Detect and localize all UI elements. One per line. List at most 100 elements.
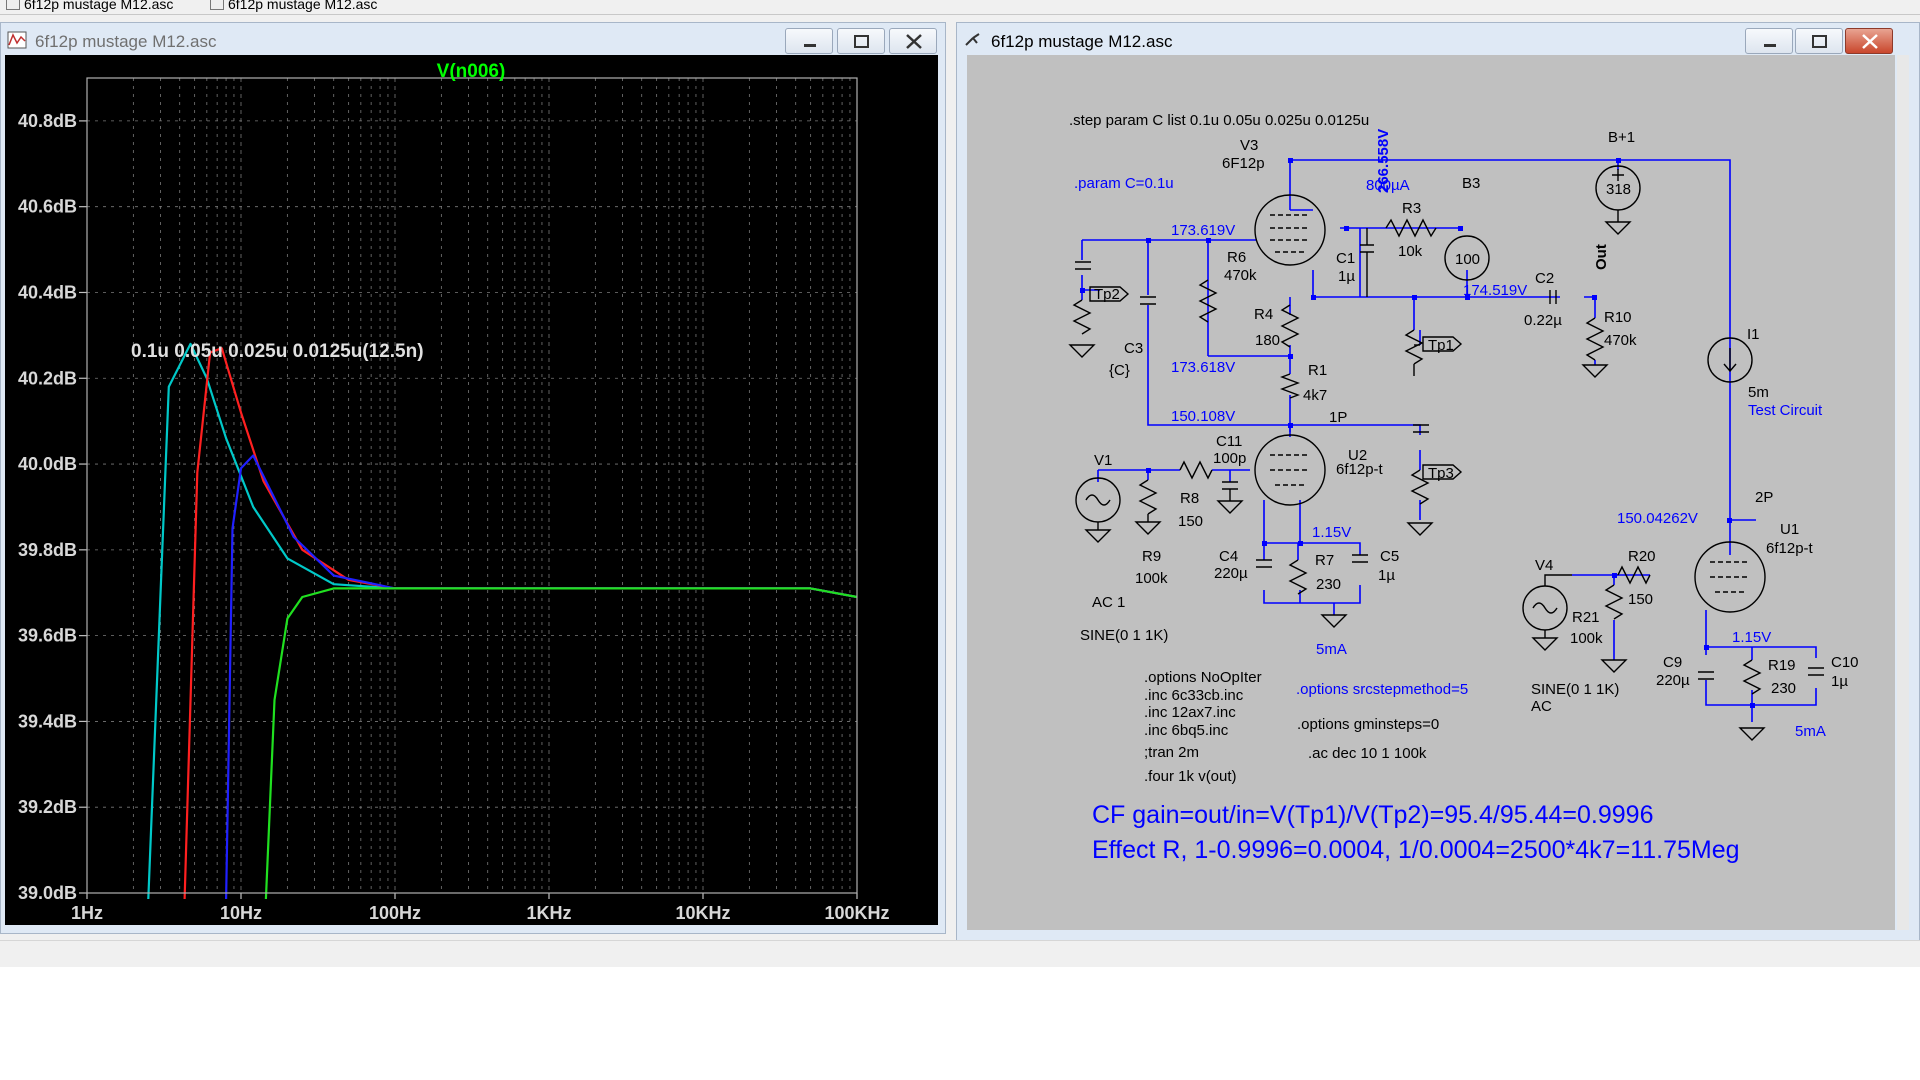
waveform-window-icon — [7, 31, 27, 49]
r7-value: 230 — [1316, 576, 1341, 593]
u2-model: 6f12p-t — [1336, 461, 1384, 478]
y-tick-label: 39.0dB — [18, 883, 77, 903]
c11-ref: C11 — [1216, 433, 1242, 450]
spice-directives-right: .options srcstepmethod=5 .options gminst… — [1296, 681, 1468, 762]
param-c-directive: .param C=0.1u — [1074, 175, 1174, 192]
y-tick-label: 39.4dB — [18, 711, 77, 731]
u1-model: 6f12p-t — [1766, 540, 1814, 557]
schematic-tab-icon — [6, 0, 20, 10]
v1-ac: AC 1 — [1092, 594, 1125, 611]
close-button[interactable] — [1845, 28, 1893, 54]
step-annotation: 0.1u 0.05u 0.025u 0.0125u(12.5n) — [131, 341, 424, 362]
tp3-label: Tp3 — [1428, 465, 1454, 482]
r8-value: 150 — [1178, 513, 1203, 530]
c10-value: 1µ — [1831, 673, 1848, 690]
c3-ref: C3 — [1124, 340, 1143, 357]
schematic-window-title: 6f12p mustage M12.asc — [991, 32, 1173, 51]
r1-ref: R1 — [1308, 362, 1327, 379]
maximize-icon — [854, 35, 869, 48]
r19-ref: R19 — [1768, 657, 1796, 674]
junctions — [1080, 158, 1755, 708]
bplus-value: 318 — [1606, 181, 1631, 198]
node-voltage-1-15: 1.15V — [1312, 524, 1351, 541]
y-tick-label: 39.6dB — [18, 626, 77, 646]
node-voltage-150108: 150.108V — [1171, 408, 1235, 425]
v4-ref: V4 — [1535, 557, 1553, 574]
document-tab-bar: 6f12p mustage M12.asc 6f12p mustage M12.… — [0, 0, 1920, 15]
c9-value: 220µ — [1656, 672, 1690, 689]
v4-sine: SINE(0 1 1K) — [1531, 681, 1619, 698]
wires — [1081, 159, 1817, 722]
r10-ref: R10 — [1604, 309, 1632, 326]
r4-ref: R4 — [1254, 306, 1273, 323]
minimize-button[interactable] — [785, 28, 833, 54]
x-tick-label: 100Hz — [369, 903, 421, 923]
gain-comment: CF gain=out/in=V(Tp1)/V(Tp2)=95.4/95.44=… — [1092, 801, 1653, 829]
plate-1p: 1P — [1329, 409, 1347, 426]
c2-value: 0.22µ — [1524, 312, 1562, 329]
schematic-window-icon — [965, 33, 980, 46]
r20-ref: R20 — [1628, 548, 1656, 565]
waveform-titlebar[interactable]: 6f12p mustage M12.asc — [1, 23, 945, 57]
tp2-flag — [1089, 286, 1130, 302]
r9-ref: R9 — [1142, 548, 1161, 565]
spice-directives-left: .options NoOpIter .inc 6c33cb.inc .inc 1… — [1144, 669, 1262, 785]
y-tick-label: 40.2dB — [18, 368, 77, 388]
schematic-drawing: .step param C list 0.1u 0.05u 0.025u 0.0… — [1068, 112, 1859, 864]
close-button[interactable] — [889, 28, 937, 54]
v3-ref: V3 — [1240, 137, 1258, 154]
c9-ref: C9 — [1663, 654, 1682, 671]
maximize-button[interactable] — [1795, 28, 1843, 54]
schematic-canvas[interactable]: .step param C list 0.1u 0.05u 0.025u 0.0… — [967, 55, 1895, 930]
out-net-label: Out — [1593, 244, 1610, 270]
r6-value: 470k — [1224, 267, 1257, 284]
tp2-label: Tp2 — [1094, 286, 1120, 303]
node-voltage-1-15b: 1.15V — [1732, 629, 1771, 646]
y-tick-label: 39.8dB — [18, 540, 77, 560]
x-tick-label: 1KHz — [526, 903, 571, 923]
x-tick-label: 10Hz — [220, 903, 262, 923]
r21-ref: R21 — [1572, 609, 1600, 626]
node-voltage-173619: 173.619V — [1171, 222, 1235, 239]
c4-ref: C4 — [1219, 548, 1238, 565]
trace-label[interactable]: V(n006) — [437, 61, 506, 82]
status-bar — [0, 940, 1920, 967]
waveform-tab-icon — [210, 0, 224, 10]
tp1-flag — [1422, 336, 1463, 352]
v1-sine: SINE(0 1 1K) — [1080, 627, 1168, 644]
minimize-button[interactable] — [1745, 28, 1793, 54]
current-5ma-label-2: 5mA — [1795, 723, 1826, 740]
tab-label: 6f12p mustage M12.asc — [24, 0, 174, 12]
tube-u2-symbol — [1254, 434, 1326, 506]
x-tick-label: 1Hz — [71, 903, 103, 923]
c11-value: 100p — [1213, 450, 1246, 467]
minimize-icon — [1764, 44, 1776, 47]
source-b3-symbol — [1444, 235, 1490, 281]
r3-value: 10k — [1398, 243, 1423, 260]
directive-line: .four 1k v(out) — [1144, 768, 1237, 785]
tab-document-2[interactable]: 6f12p mustage M12.asc — [210, 0, 377, 13]
series-line-2[interactable] — [183, 347, 858, 900]
tab-document-1[interactable]: 6f12p mustage M12.asc — [6, 0, 173, 13]
current-source-i1 — [1707, 337, 1753, 383]
directive-line: .options NoOpIter — [1144, 669, 1262, 686]
maximize-button[interactable] — [837, 28, 885, 54]
tp1-label: Tp1 — [1428, 337, 1454, 354]
current-800ua-label: 800µA — [1366, 177, 1410, 194]
tube-v3-symbol — [1254, 194, 1326, 266]
r3-ref: R3 — [1402, 200, 1421, 217]
y-tick-label: 40.0dB — [18, 454, 77, 474]
series-line-3[interactable] — [225, 454, 858, 900]
series-line-4[interactable] — [264, 587, 858, 900]
schematic-vertical-scrollbar[interactable] — [1897, 55, 1909, 930]
minimize-icon — [804, 44, 816, 47]
directive-line: ;tran 2m — [1144, 744, 1199, 761]
c5-value: 1µ — [1378, 567, 1395, 584]
maximize-icon — [1812, 35, 1827, 48]
r4-value: 180 — [1255, 332, 1280, 349]
gk-voltage-label: 266.558V — [1375, 129, 1392, 193]
effect-r-comment: Effect R, 1-0.9996=0.0004, 1/0.0004=2500… — [1092, 836, 1740, 864]
tab-label: 6f12p mustage M12.asc — [228, 0, 378, 12]
schematic-titlebar[interactable]: 6f12p mustage M12.asc — [957, 23, 1919, 57]
